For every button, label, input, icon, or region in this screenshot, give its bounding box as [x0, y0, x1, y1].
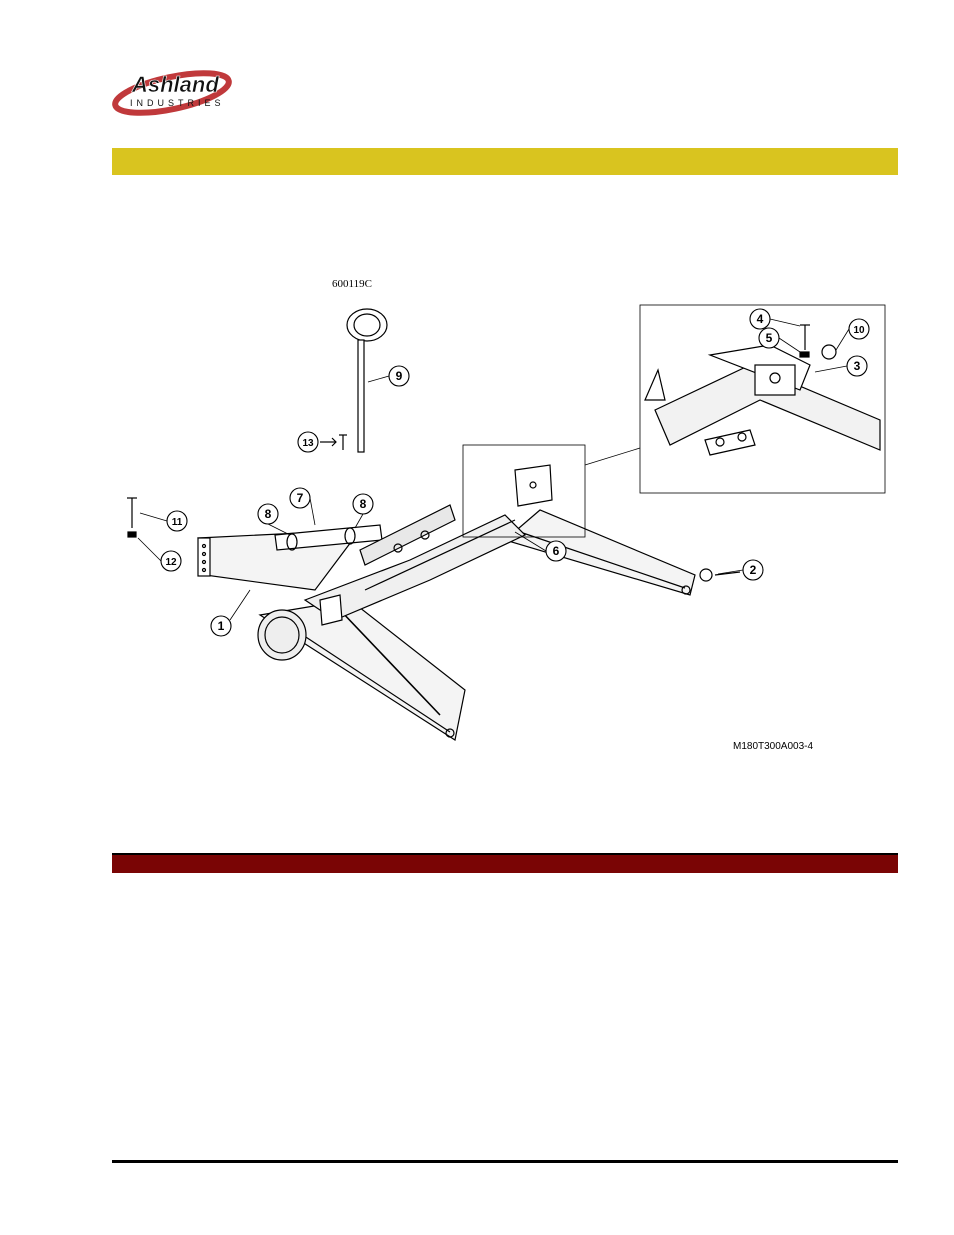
callout-label-3: 3: [854, 359, 861, 373]
parts-diagram: 1 2 3 4 5 6 7 8 8 9 10 11 12 13 600119C …: [127, 278, 886, 752]
callout-label-11: 11: [172, 517, 183, 528]
logo-subtitle: INDUSTRIES: [130, 98, 225, 108]
callout-label-2: 2: [750, 563, 757, 577]
callout-label-8b: 8: [360, 497, 367, 511]
callout-label-1: 1: [218, 619, 225, 633]
drawing-number: M180T300A003-4: [733, 741, 813, 752]
footer-rule: [112, 1160, 898, 1163]
section-divider-bar: [112, 853, 898, 873]
logo-wordmark: Ashland: [131, 72, 219, 97]
callout-label-12: 12: [165, 557, 177, 568]
callout-label-5: 5: [766, 331, 773, 345]
callout-label-13: 13: [302, 438, 314, 449]
ashland-industries-logo: Ashland INDUSTRIES: [112, 70, 232, 116]
callout-label-9: 9: [396, 369, 403, 383]
callout-13: [297, 431, 319, 453]
callout-1: [210, 615, 232, 637]
callout-label-10: 10: [853, 325, 865, 336]
callout-label-4: 4: [757, 312, 764, 326]
section-header-bar: [112, 148, 898, 175]
callout-label-8a: 8: [265, 507, 272, 521]
callout-label-7: 7: [297, 491, 304, 505]
part-code-label: 600119C: [332, 278, 372, 290]
callout-label-6: 6: [553, 544, 560, 558]
